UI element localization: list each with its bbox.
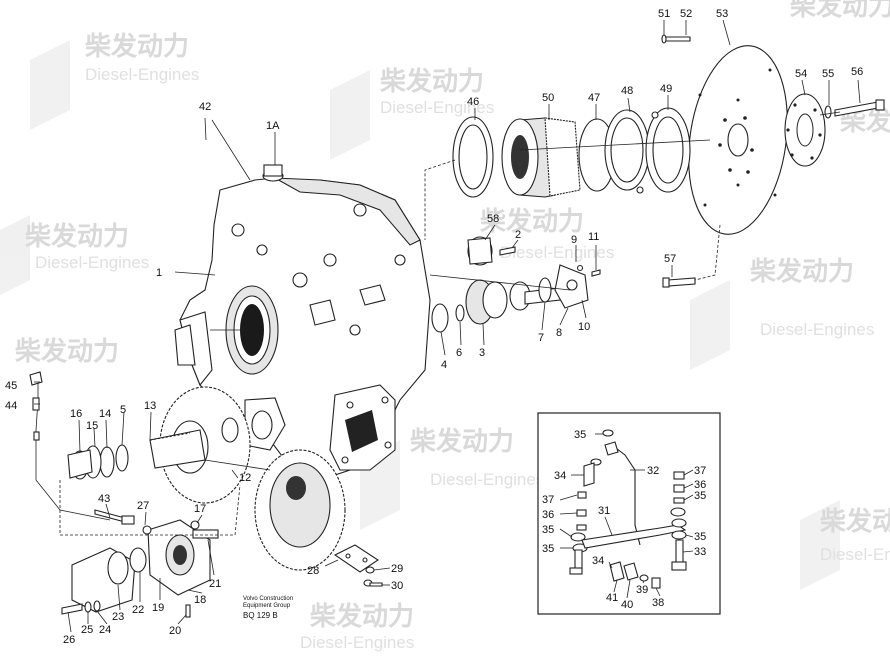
callout-label: 55 bbox=[822, 68, 834, 80]
callout-label: 35 bbox=[694, 531, 706, 543]
callout-label: 16 bbox=[70, 408, 82, 420]
callout-label: 7 bbox=[538, 332, 544, 344]
callout-label: 32 bbox=[647, 465, 659, 477]
callout-label: 56 bbox=[851, 66, 863, 78]
callout-label: 27 bbox=[137, 500, 149, 512]
callout-label: 53 bbox=[716, 8, 728, 20]
watermark-brand: 柴发动力 bbox=[379, 66, 484, 96]
watermark-subtitle: Diesel-Engines bbox=[760, 320, 874, 339]
callout-label: 1 bbox=[156, 267, 162, 279]
callout-label: 37 bbox=[542, 494, 554, 506]
callout-label: 12 bbox=[239, 472, 251, 484]
transmission-housing bbox=[174, 164, 431, 571]
callout-label: 45 bbox=[5, 380, 17, 392]
callout-label: 48 bbox=[621, 85, 633, 97]
callout-label: 40 bbox=[621, 599, 633, 611]
watermark-subtitle: Diesel-Engines bbox=[820, 545, 890, 564]
callout-label: 38 bbox=[652, 597, 664, 609]
shaft-assembly bbox=[431, 236, 601, 333]
callout-label: 5 bbox=[120, 404, 126, 416]
credit-code: BQ 129 B bbox=[243, 611, 278, 620]
callout-label: 6 bbox=[456, 347, 462, 359]
watermark-logo-icon bbox=[0, 40, 840, 590]
callout-label: 33 bbox=[694, 546, 706, 558]
connection-lines bbox=[59, 111, 841, 536]
callout-label: 35 bbox=[542, 524, 554, 536]
watermark-brand: 柴发动力 bbox=[309, 601, 414, 631]
callout-label: 29 bbox=[391, 563, 403, 575]
callout-label: 30 bbox=[391, 580, 403, 592]
credit-line-1: Volvo Construction bbox=[243, 596, 293, 602]
callout-labels: 51 52 53 54 55 56 42 1A 46 50 47 48 49 1… bbox=[5, 8, 863, 646]
callout-label: 9 bbox=[571, 234, 577, 246]
callout-label: 43 bbox=[98, 493, 110, 505]
callout-label: 57 bbox=[664, 253, 676, 265]
watermark-subtitle: Diesel-Engines bbox=[430, 470, 544, 489]
callout-label: 19 bbox=[152, 602, 164, 614]
leader-lines bbox=[34, 19, 861, 633]
credit-line-2: Equipment Group bbox=[243, 603, 291, 609]
callout-label: 25 bbox=[81, 624, 93, 636]
callout-label: 20 bbox=[169, 625, 181, 637]
callout-label: 36 bbox=[542, 509, 554, 521]
callout-label: 35 bbox=[694, 490, 706, 502]
watermark-brand: 柴发动力 bbox=[84, 31, 189, 61]
callout-label: 34 bbox=[592, 555, 604, 567]
callout-label: 22 bbox=[132, 604, 144, 616]
callout-label: 1A bbox=[266, 120, 280, 132]
callout-label: 23 bbox=[112, 611, 124, 623]
callout-label: 26 bbox=[63, 634, 75, 646]
callout-label: 13 bbox=[144, 400, 156, 412]
callout-label: 51 bbox=[658, 8, 670, 20]
callout-label: 52 bbox=[680, 8, 692, 20]
watermark-subtitle: Diesel-Engines bbox=[85, 65, 199, 84]
callout-label: 49 bbox=[660, 83, 672, 95]
left-parts bbox=[29, 371, 383, 618]
callout-label: 58 bbox=[487, 213, 499, 225]
watermark-brand: 柴发动力 bbox=[24, 221, 129, 251]
callout-label: 35 bbox=[542, 543, 554, 555]
watermark-brand: 柴发动力 bbox=[409, 426, 514, 456]
watermark-brand: 柴发动力 bbox=[749, 256, 854, 286]
watermark-brand: 柴发动力 bbox=[819, 506, 890, 536]
drawing-credit: Volvo Construction Equipment Group BQ 12… bbox=[243, 596, 293, 620]
callout-label: 24 bbox=[99, 624, 111, 636]
callout-label: 47 bbox=[588, 92, 600, 104]
callout-label: 4 bbox=[441, 359, 447, 371]
callout-label: 17 bbox=[194, 503, 206, 515]
callout-label: 8 bbox=[556, 327, 562, 339]
watermark-brand: 柴发动力 bbox=[479, 206, 584, 236]
callout-label: 14 bbox=[99, 408, 111, 420]
callout-label: 18 bbox=[194, 594, 206, 606]
callout-label: 42 bbox=[199, 101, 211, 113]
callout-label: 36 bbox=[694, 479, 706, 491]
callout-label: 39 bbox=[636, 584, 648, 596]
callout-label: 50 bbox=[542, 92, 554, 104]
callout-label: 10 bbox=[578, 321, 590, 333]
callout-label: 35 bbox=[574, 429, 586, 441]
bearing-stack bbox=[452, 107, 691, 198]
callout-label: 34 bbox=[554, 470, 566, 482]
watermark-subtitle: Diesel-Engines bbox=[300, 633, 414, 652]
callout-label: 37 bbox=[694, 465, 706, 477]
callout-label: 15 bbox=[86, 420, 98, 432]
watermark-subtitle: Diesel-Engines bbox=[380, 98, 494, 117]
callout-label: 46 bbox=[467, 96, 479, 108]
callout-label: 54 bbox=[795, 68, 807, 80]
callout-label: 21 bbox=[209, 578, 221, 590]
callout-label: 31 bbox=[598, 505, 610, 517]
callout-label: 41 bbox=[606, 592, 618, 604]
watermark-subtitle: Diesel-Engines bbox=[500, 243, 614, 262]
callout-label: 3 bbox=[479, 347, 485, 359]
watermark-brand: 柴发动力 bbox=[14, 336, 119, 366]
callout-label: 11 bbox=[588, 231, 599, 243]
callout-label: 44 bbox=[5, 400, 17, 412]
watermark-subtitle: Diesel-Engines bbox=[35, 253, 149, 272]
callout-label: 28 bbox=[307, 565, 319, 577]
callout-label: 2 bbox=[515, 229, 521, 241]
watermark-brand: 柴发动力 bbox=[789, 0, 890, 21]
